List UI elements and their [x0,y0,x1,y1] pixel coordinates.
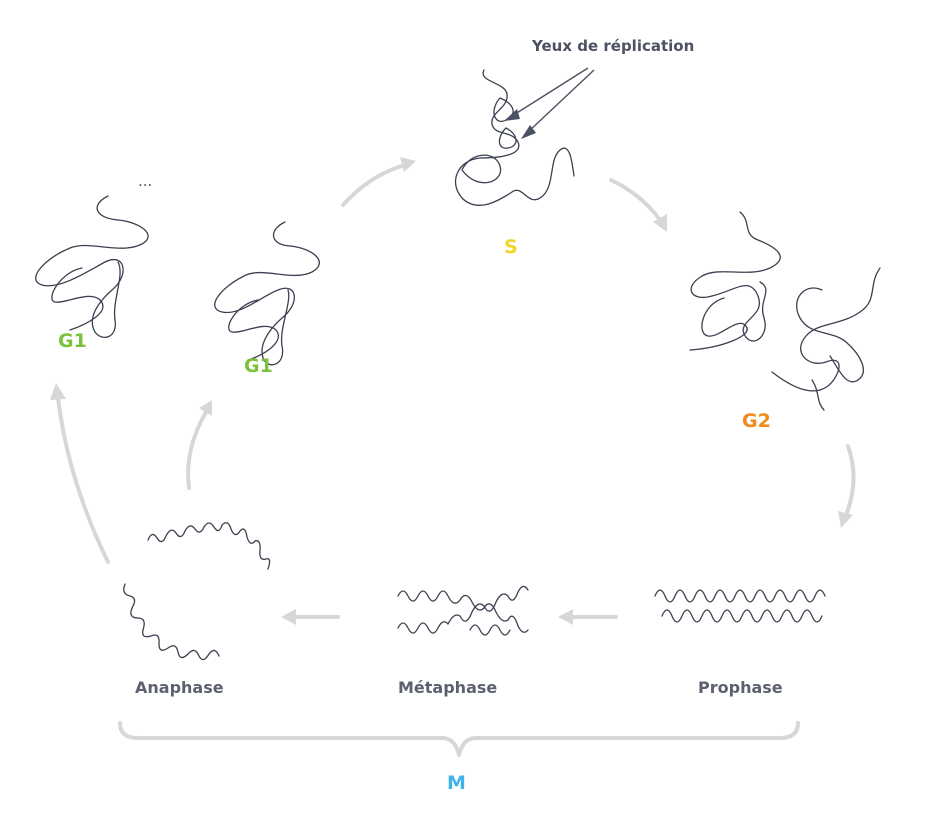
arrow-anaphase-to-g1-left [50,383,110,564]
replication-eyes-pointers [504,67,595,139]
ellipsis-label: ... [138,172,153,190]
arrow-s-to-g2 [609,178,667,232]
arrow-g1-to-s [341,157,416,207]
g1-right-label: G1 [244,355,273,377]
arrow-anaphase-to-g1-right [186,400,212,490]
mitosis-label: M [447,772,466,794]
g1-left-label: G1 [58,330,87,352]
g1-right-chromatin [214,221,320,366]
metaphase-chromosomes [397,585,529,636]
metaphase-label: Métaphase [398,678,498,697]
cycle-arrows [50,157,856,625]
arrow-g2-to-prophase [838,444,856,528]
prophase-label: Prophase [698,678,783,697]
anaphase-label: Anaphase [135,678,224,697]
g2-chromatin [689,211,881,411]
prophase-chromosomes [654,589,826,623]
g1-left-chromatin [35,195,149,338]
anaphase-chromosomes [123,522,271,661]
g2-phase-label: G2 [742,410,771,432]
s-phase-chromatin [454,69,575,206]
arrow-prophase-to-metaphase [558,609,618,625]
replication-eyes-label: Yeux de réplication [532,37,695,55]
s-phase-label: S [504,236,518,258]
arrow-metaphase-to-anaphase [281,609,340,625]
mitosis-brace [118,721,800,757]
